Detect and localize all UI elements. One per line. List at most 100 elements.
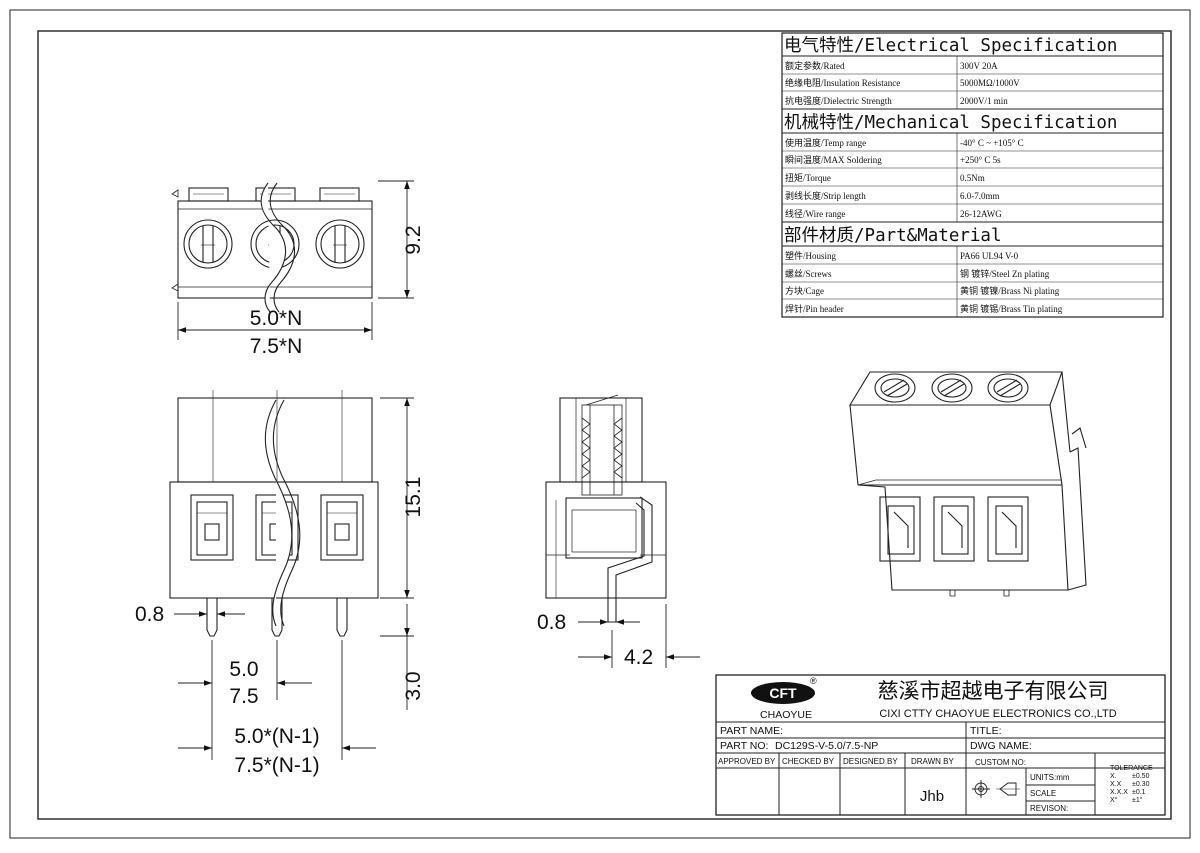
spec-value: 黄铜 镀镍/Brass Ni plating [960, 285, 1060, 296]
units-label: UNITS:mm [1030, 773, 1070, 782]
front-view [169, 390, 379, 637]
side-pin [607, 496, 653, 623]
dim-side-pin: 0.8 [537, 611, 566, 634]
spec-value: 26-12AWG [960, 209, 1002, 219]
material-heading: 部件材质/Part&Material [784, 226, 1002, 246]
solder-pin [336, 598, 348, 637]
iso-screw [931, 373, 973, 403]
top-slot [319, 187, 360, 202]
tolerance-value: ±0.1 [1132, 789, 1146, 796]
spec-label: 使用温度/Temp range [785, 137, 866, 148]
part-no-value: DC129S-V-5.0/7.5-NP [775, 740, 878, 752]
spec-value: 0.5Nm [960, 173, 985, 183]
registered-mark: ® [810, 676, 817, 686]
revision-label: REVISON: [1030, 804, 1068, 813]
wire-entry [190, 494, 234, 561]
screw-thread [581, 394, 623, 496]
dim-top-height: 9.2 [402, 225, 425, 254]
dim-span-a: 5.0*(N-1) [234, 725, 319, 748]
spec-value: 300V 20A [960, 61, 998, 71]
dim-pin-length: 3.0 [402, 671, 425, 700]
top-slot [188, 187, 229, 202]
side-dims [578, 604, 700, 668]
dim-pin-width: 0.8 [135, 603, 164, 626]
designed-by-label: DESIGNED BY [843, 757, 898, 766]
spec-value: -40° C ~ +105° C [960, 138, 1024, 148]
dim-span-b: 7.5*(N-1) [234, 754, 319, 777]
spec-table [781, 32, 1164, 318]
tolerance-key: X.X.X [1110, 789, 1128, 796]
spec-value: 5000MΩ/1000V [960, 78, 1020, 88]
break-line [260, 182, 287, 313]
spec-label: 方块/Cage [785, 285, 824, 296]
iso-entry [987, 496, 1029, 562]
screw-head [315, 219, 365, 269]
svg-text:CFT: CFT [769, 685, 797, 701]
title-block [715, 674, 1166, 816]
drawn-by-label: DRAWN BY [911, 757, 954, 766]
spec-label: 螺丝/Screws [785, 268, 832, 279]
checked-by-label: CHECKED BY [782, 757, 835, 766]
spec-value: PA66 UL94 V-0 [960, 251, 1019, 261]
iso-entry [933, 496, 975, 562]
spec-value: 钢 镀锌/Steel Zn plating [960, 268, 1050, 279]
spec-label: 瞬间温度/MAX Soldering [785, 154, 882, 165]
part-name-label: PART NAME: [720, 725, 783, 737]
spec-label: 绝缘电阻/Insulation Resistance [785, 77, 900, 88]
dim-top-width-a: 5.0*N [250, 307, 303, 330]
tolerance-key: X. [1110, 773, 1117, 780]
tolerance-value: ±0.50 [1132, 773, 1150, 780]
tolerance-value: ±0.30 [1132, 781, 1150, 788]
dim-pitch-b: 7.5 [229, 685, 258, 708]
spec-label: 扭矩/Torque [785, 172, 831, 183]
company-name-en: CIXI CTTY CHAOYUE ELECTRONICS CO.,LTD [879, 708, 1116, 720]
company-name-cn: 慈溪市超越电子有限公司 [878, 680, 1109, 703]
cage [565, 497, 643, 559]
dim-side-offset: 4.2 [624, 646, 653, 669]
top-view [171, 182, 373, 313]
spec-label: 焊针/Pin header [785, 303, 844, 314]
scale-label: SCALE [1030, 789, 1056, 798]
custom-no-label: CUSTOM NO: [975, 758, 1026, 767]
mechanical-heading: 机械特性/Mechanical Specification [784, 113, 1117, 133]
break-line [264, 399, 293, 627]
spec-value: +250° C 5s [960, 155, 1001, 165]
tolerance-key: X.X [1110, 781, 1122, 788]
isometric-view [849, 371, 1087, 597]
approved-by-label: APPROVED BY [718, 757, 776, 766]
part-no-label: PART NO: [720, 740, 768, 752]
dim-top-width-b: 7.5*N [250, 335, 303, 358]
company-logo: CFT [751, 682, 815, 704]
spec-value: 2000V/1 min [960, 96, 1008, 106]
iso-screw [874, 373, 916, 403]
tolerance-key: X° [1110, 796, 1118, 804]
wire-entry [320, 494, 364, 561]
tolerance-value: ±1° [1132, 796, 1143, 804]
tolerance-title: TOLERANCE [1110, 765, 1153, 772]
brand-name: CHAOYUE [760, 709, 812, 721]
dim-front-height: 15.1 [402, 477, 425, 518]
electrical-heading: 电气特性/Electrical Specification [784, 36, 1117, 56]
spec-value: 6.0-7.0mm [960, 191, 1000, 201]
top-dims [177, 180, 414, 340]
front-dims [174, 397, 414, 760]
outer-border [9, 9, 1191, 839]
iso-entry [879, 496, 921, 562]
dim-pitch-a: 5.0 [229, 658, 258, 681]
spec-label: 额定参数/Rated [785, 60, 845, 71]
title-label: TITLE: [970, 725, 1002, 737]
dwg-name-label: DWG NAME: [970, 740, 1032, 752]
spec-label: 抗电强度/Dielectric Strength [785, 95, 892, 106]
projection-symbol-icon [972, 780, 1020, 798]
inner-border [37, 30, 1172, 820]
solder-pin [206, 598, 218, 637]
iso-screw [987, 373, 1029, 403]
side-view [545, 394, 667, 623]
spec-value: 黄铜 镀锡/Brass Tin plating [960, 303, 1063, 314]
drawn-by-value: Jhb [920, 788, 944, 805]
screw-head [183, 219, 233, 269]
spec-label: 塑件/Housing [785, 250, 837, 261]
spec-label: 线径/Wire range [785, 208, 845, 219]
spec-label: 剥线长度/Strip length [785, 190, 866, 201]
